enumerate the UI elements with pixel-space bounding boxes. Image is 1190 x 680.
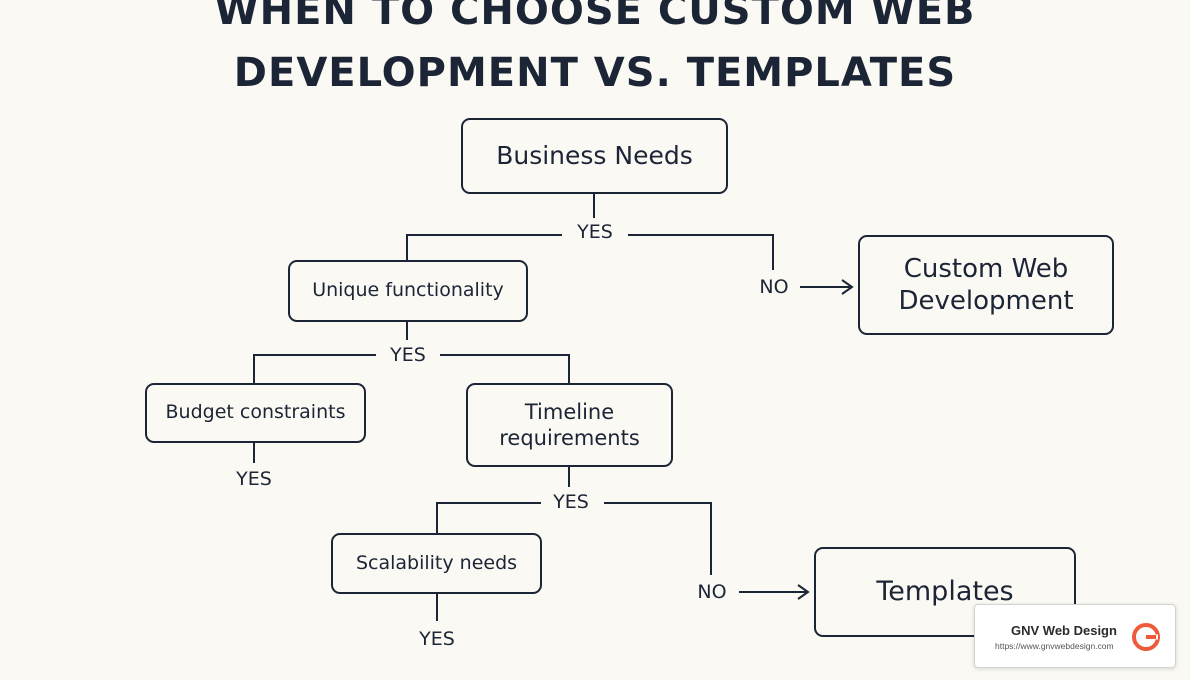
node-budget-constraints-label: Budget constraints xyxy=(165,401,346,424)
node-scalability-needs: Scalability needs xyxy=(331,533,542,594)
connector-no-to-templates-arrowhead xyxy=(797,584,810,600)
label-budget-yes: YES xyxy=(230,468,278,490)
connector-business-right xyxy=(628,234,774,270)
node-custom-web-development: Custom Web Development xyxy=(858,235,1114,335)
connector-unique-right xyxy=(440,354,570,384)
title-line-1: WHEN TO CHOOSE CUSTOM WEB xyxy=(214,0,976,34)
label-timeline-no: NO xyxy=(691,581,733,603)
connector-timeline-right xyxy=(604,502,712,575)
gnv-logo-icon xyxy=(1132,623,1160,651)
label-unique-yes: YES xyxy=(384,344,432,366)
node-timeline-requirements-label: Timeline requirements xyxy=(499,399,640,450)
brand-badge[interactable]: GNV Web Design https://www.gnvwebdesign.… xyxy=(974,604,1176,668)
brand-name: GNV Web Design xyxy=(1011,623,1117,638)
connector-unique-left xyxy=(253,354,376,384)
node-timeline-requirements: Timeline requirements xyxy=(466,383,673,467)
label-business-yes: YES xyxy=(571,221,619,243)
title-line-2: DEVELOPMENT VS. TEMPLATES xyxy=(233,50,957,96)
connector-business-left xyxy=(406,234,562,260)
diagram-title: WHEN TO CHOOSE CUSTOM WEB DEVELOPMENT VS… xyxy=(0,0,1190,104)
node-scalability-needs-label: Scalability needs xyxy=(355,551,518,574)
node-unique-functionality: Unique functionality xyxy=(288,260,528,322)
node-custom-web-development-label: Custom Web Development xyxy=(898,253,1074,317)
node-budget-constraints: Budget constraints xyxy=(145,383,366,443)
node-business-needs: Business Needs xyxy=(461,118,728,194)
label-business-no: NO xyxy=(753,276,795,298)
node-unique-functionality-label: Unique functionality xyxy=(312,279,504,302)
brand-url: https://www.gnvwebdesign.com xyxy=(995,641,1114,651)
connector-no-to-custom-arrowhead xyxy=(841,279,854,295)
label-scalability-yes: YES xyxy=(413,628,461,650)
node-templates-label: Templates xyxy=(876,576,1014,608)
connector-timeline-left xyxy=(436,502,541,534)
label-timeline-yes: YES xyxy=(547,491,595,513)
node-business-needs-label: Business Needs xyxy=(496,141,693,171)
